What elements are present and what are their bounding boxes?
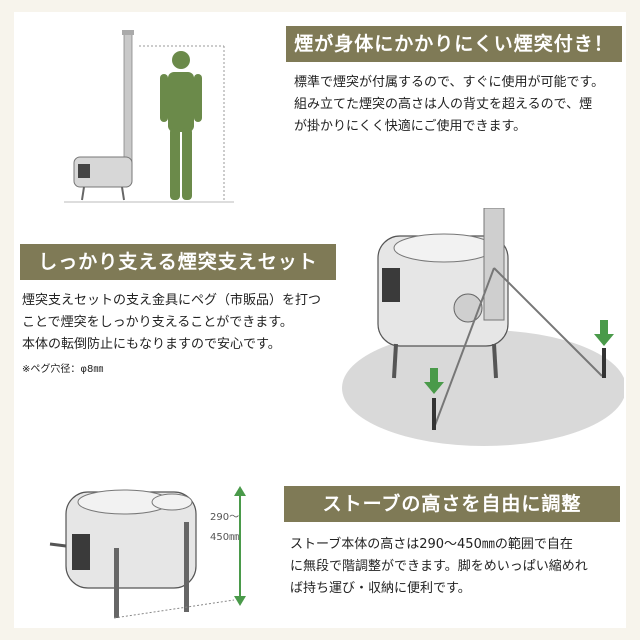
down-arrow-icon bbox=[594, 320, 614, 346]
stove-height-illustration bbox=[44, 472, 264, 622]
section2-description: 煙突支えセットの支え金具にペグ（市販品）を打つ ことで煙突をしっかり支えることが… bbox=[22, 290, 352, 356]
section1-line: 組み立てた煙突の高さは人の背丈を超えるので、煙 bbox=[294, 97, 593, 112]
section1-line: が掛かりにくく快適にご使用できます。 bbox=[294, 119, 527, 134]
section3-line: に無段で階調整ができます。脚をめいっぱい縮めれ bbox=[290, 559, 588, 574]
section3-line: ストーブ本体の高さは290〜450㎜の範囲で自在 bbox=[290, 537, 573, 552]
section1-title: 煙が身体にかかりにくい煙突付き！ bbox=[286, 26, 622, 62]
section3-description: ストーブ本体の高さは290〜450㎜の範囲で自在 に無段で階調整ができます。脚を… bbox=[290, 534, 626, 600]
section2-line: 本体の転倒防止にもなりますので安心です。 bbox=[22, 337, 281, 352]
section3-line: ば持ち運び・収納に便利です。 bbox=[290, 581, 471, 596]
section3-title: ストーブの高さを自由に調整 bbox=[284, 486, 620, 522]
chimney-height-illustration bbox=[64, 22, 254, 212]
section2-title: しっかり支える煙突支えセット bbox=[20, 244, 336, 280]
section1-description: 標準で煙突が付属するので、すぐに使用が可能です。 組み立てた煙突の高さは人の背丈… bbox=[294, 72, 624, 138]
section2-line: ことで煙突をしっかり支えることができます。 bbox=[22, 315, 293, 330]
height-range-label: 290〜 450㎜ bbox=[210, 512, 240, 543]
chimney-support-illustration bbox=[334, 208, 624, 454]
product-feature-panel: 煙が身体にかかりにくい煙突付き！ 標準で煙突が付属するので、すぐに使用が可能です… bbox=[14, 12, 626, 628]
person-silhouette bbox=[160, 51, 202, 200]
section1-line: 標準で煙突が付属するので、すぐに使用が可能です。 bbox=[294, 75, 605, 90]
section2-line: 煙突支えセットの支え金具にペグ（市販品）を打つ bbox=[22, 293, 322, 308]
peg-hole-note: ※ペグ穴径：φ8㎜ bbox=[22, 364, 104, 375]
down-arrow-icon bbox=[424, 368, 444, 394]
